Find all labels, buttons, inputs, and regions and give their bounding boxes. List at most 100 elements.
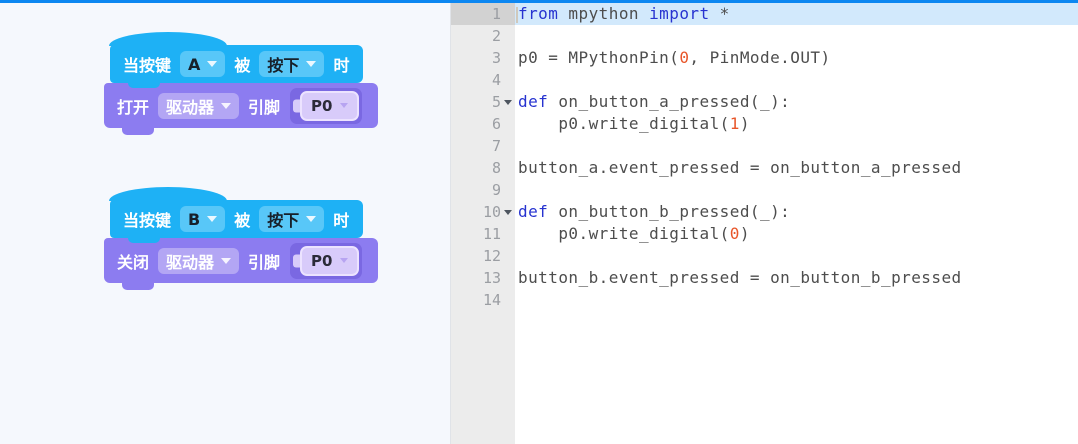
code-token-pl: ) (739, 224, 750, 243)
code-token-pl: ) (739, 114, 750, 133)
dropdown-driver-select[interactable]: 驱动器 (158, 247, 240, 274)
code-line-7[interactable] (515, 135, 1078, 157)
line-number: 6 (491, 115, 501, 133)
dropdown-value: 按下 (267, 211, 300, 230)
gutter-row-3: 3 (451, 47, 515, 69)
code-token-pl: button_a.event_pressed = on_button_a_pre… (518, 158, 962, 177)
dropdown-value: 按下 (267, 56, 300, 75)
cmd-label-action: 关闭 (117, 252, 150, 272)
pin-value-block[interactable]: P0 (300, 90, 360, 121)
editor-code-area[interactable]: from mpython import * p0 = MPythonPin(0, … (515, 3, 1078, 444)
code-token-pl: p0.write_digital( (518, 114, 730, 133)
gutter-row-2: 2 (451, 25, 515, 47)
gutter-row-5: 5 (451, 91, 515, 113)
line-number: 1 (491, 5, 501, 23)
chevron-down-icon (340, 258, 349, 263)
code-line-11[interactable]: p0.write_digital(0) (515, 223, 1078, 245)
hat-label-be: 被 (234, 211, 251, 230)
code-token-pl: p0.write_digital( (518, 224, 730, 243)
top-accent-bar (0, 0, 1078, 3)
line-number: 13 (482, 269, 501, 287)
code-line-12[interactable] (515, 245, 1078, 267)
chevron-down-icon (221, 257, 232, 264)
code-token-kw: from (518, 4, 559, 23)
pin-input-slot: P0 (290, 242, 363, 279)
pin-input-slot: P0 (290, 87, 363, 124)
gutter-row-13: 13 (451, 267, 515, 289)
fold-spacer (501, 157, 514, 179)
chevron-down-icon (207, 216, 218, 222)
blocks-workspace[interactable]: 当按键 A 被 按下 时 打开 驱动器 引脚 P0 (0, 3, 450, 444)
block-stack-button-b: 当按键 B 被 按下 时 关闭 驱动器 引脚 P0 (104, 187, 379, 290)
gutter-row-1: 1 (451, 3, 515, 25)
dropdown-press-state[interactable]: 按下 (259, 51, 325, 77)
command-block-turn-off-driver[interactable]: 关闭 驱动器 引脚 P0 (104, 238, 379, 290)
code-token-pl: on_button_a_pressed(_): (548, 92, 791, 111)
code-token-pl: , PinMode.OUT) (689, 48, 831, 67)
pin-value: P0 (311, 96, 333, 115)
line-number: 14 (482, 291, 501, 309)
dropdown-value: A (188, 54, 201, 74)
code-line-8[interactable]: button_a.event_pressed = on_button_a_pre… (515, 157, 1078, 179)
hat-label-be: 被 (234, 56, 251, 75)
gutter-row-7: 7 (451, 135, 515, 157)
fold-spacer (501, 135, 514, 157)
code-token-kw: def (518, 202, 549, 221)
block-stack-button-a: 当按键 A 被 按下 时 打开 驱动器 引脚 P0 (104, 32, 379, 135)
code-line-6[interactable]: p0.write_digital(1) (515, 113, 1078, 135)
code-line-14[interactable] (515, 289, 1078, 311)
line-number: 8 (491, 159, 501, 177)
fold-toggle[interactable] (501, 201, 514, 223)
line-number: 11 (482, 225, 501, 243)
fold-spacer (501, 69, 514, 91)
fold-spacer (501, 223, 514, 245)
hat-block-when-button-b-pressed[interactable]: 当按键 B 被 按下 时 (108, 187, 364, 243)
fold-toggle[interactable] (501, 91, 514, 113)
cmd-label-action: 打开 (117, 97, 150, 117)
code-token-pl: button_b.event_pressed = on_button_b_pre… (518, 268, 962, 287)
command-block-turn-on-driver[interactable]: 打开 驱动器 引脚 P0 (104, 83, 379, 135)
dropdown-press-state[interactable]: 按下 (259, 206, 325, 232)
code-token-num: 0 (729, 224, 740, 243)
code-line-10[interactable]: def on_button_b_pressed(_): (515, 201, 1078, 223)
fold-spacer (501, 267, 514, 289)
dropdown-button-select[interactable]: A (180, 51, 226, 77)
code-token-num: 0 (679, 48, 690, 67)
gutter-row-8: 8 (451, 157, 515, 179)
dropdown-value: 驱动器 (166, 252, 215, 272)
code-token-num: 1 (729, 114, 740, 133)
hat-label-time: 时 (333, 211, 350, 230)
code-token-pl: * (709, 4, 730, 23)
fold-spacer (501, 289, 514, 311)
dropdown-button-select[interactable]: B (180, 206, 226, 232)
code-token-pl: on_button_b_pressed(_): (548, 202, 791, 221)
dropdown-driver-select[interactable]: 驱动器 (158, 92, 240, 119)
code-line-4[interactable] (515, 69, 1078, 91)
code-line-5[interactable]: def on_button_a_pressed(_): (515, 91, 1078, 113)
code-line-2[interactable] (515, 25, 1078, 47)
gutter-row-9: 9 (451, 179, 515, 201)
code-line-1[interactable]: from mpython import * (515, 3, 1078, 25)
fold-arrow-icon (503, 99, 512, 105)
hat-label-when: 当按键 (123, 211, 172, 230)
pin-value-block[interactable]: P0 (300, 245, 360, 276)
chevron-down-icon (207, 61, 218, 67)
gutter-row-6: 6 (451, 113, 515, 135)
code-line-3[interactable]: p0 = MPythonPin(0, PinMode.OUT) (515, 47, 1078, 69)
fold-spacer (501, 25, 514, 47)
code-line-13[interactable]: button_b.event_pressed = on_button_b_pre… (515, 267, 1078, 289)
chevron-down-icon (340, 103, 349, 108)
gutter-row-10: 10 (451, 201, 515, 223)
code-line-9[interactable] (515, 179, 1078, 201)
code-token-kw: def (518, 92, 549, 111)
hat-block-when-button-a-pressed[interactable]: 当按键 A 被 按下 时 (108, 32, 364, 88)
gutter-row-14: 14 (451, 289, 515, 311)
line-number: 2 (491, 27, 501, 45)
line-number: 7 (491, 137, 501, 155)
pin-value: P0 (311, 251, 333, 270)
cmd-label-pin: 引脚 (248, 252, 281, 272)
gutter-row-4: 4 (451, 69, 515, 91)
